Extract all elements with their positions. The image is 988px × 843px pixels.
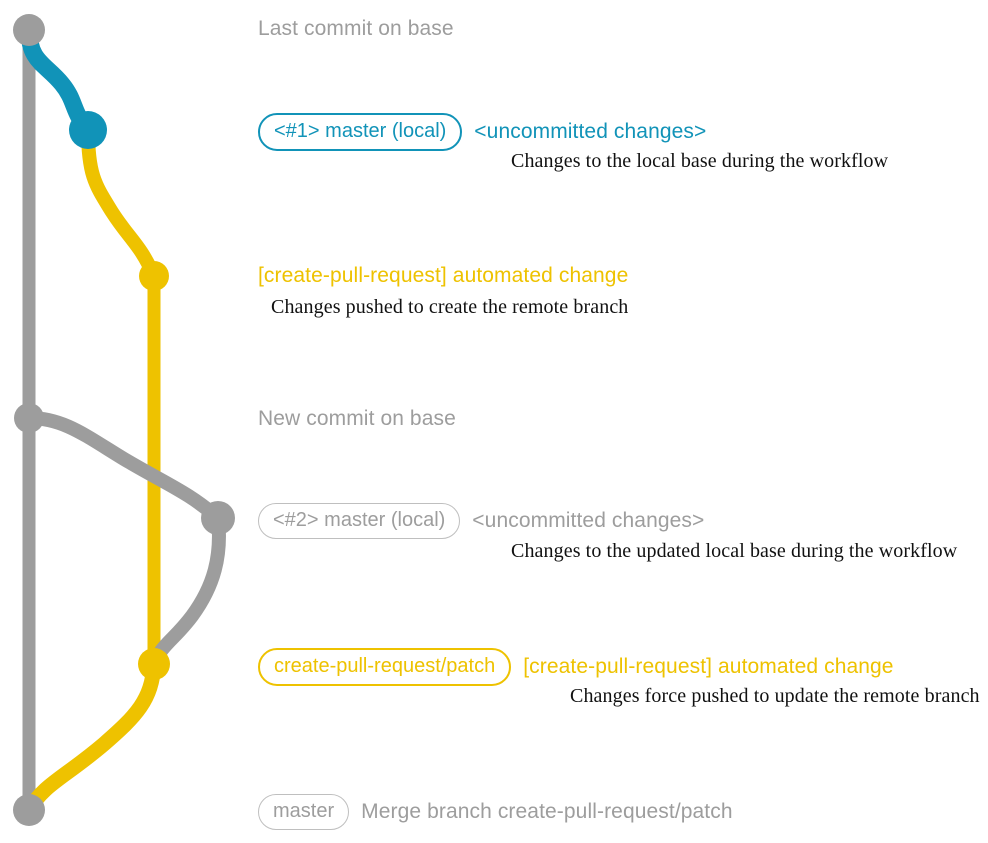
row-local-uncommitted-2: <#2> master (local) <uncommitted changes… [258,503,704,539]
commit-node-remote-1[interactable] [139,261,169,291]
row-automated-change-1: [create-pull-request] automated change [258,264,628,287]
commit-message-automated-change-1: [create-pull-request] automated change [258,264,629,287]
commit-message-local-1: <uncommitted changes> [474,120,707,143]
row-merge-commit: master Merge branch create-pull-request/… [258,794,733,830]
commit-message-local-2: <uncommitted changes> [472,509,705,532]
row-local-uncommitted-1: <#1> master (local) <uncommitted changes… [258,113,706,151]
description-local-1: Changes to the local base during the wor… [511,150,889,172]
description-automated-change-2: Changes force pushed to update the remot… [570,685,980,707]
row-last-commit-on-base: Last commit on base [258,17,454,40]
branch-badge-create-pull-request-patch[interactable]: create-pull-request/patch [258,648,512,686]
edge-local-1-to-remote-1 [81,123,161,283]
row-automated-change-2: create-pull-request/patch [create-pull-r… [258,648,894,686]
description-local-2: Changes to the updated local base during… [511,540,958,562]
commit-message-merge: Merge branch create-pull-request/patch [361,800,733,823]
edge-local-2-to-remote-2 [147,511,226,671]
commit-message-automated-change-2: [create-pull-request] automated change [523,655,894,678]
branch-badge-master[interactable]: master [258,794,350,830]
description-automated-change-1: Changes pushed to create the remote bran… [271,296,629,318]
commit-node-local-1[interactable] [69,111,107,149]
commit-node-merge[interactable] [13,794,45,826]
edge-remote-2-to-merge [21,656,162,818]
branch-badge-local-2[interactable]: <#2> master (local) [258,503,461,539]
commit-node-last-commit-on-base[interactable] [13,14,45,46]
commit-message-last-commit-on-base: Last commit on base [258,17,454,40]
branch-badge-local-1[interactable]: <#1> master (local) [258,113,463,151]
commit-node-local-2[interactable] [201,501,235,535]
commit-message-new-commit-on-base: New commit on base [258,407,456,430]
commit-node-new-commit-on-base[interactable] [14,403,44,433]
commit-node-remote-2[interactable] [138,648,170,680]
row-new-commit-on-base: New commit on base [258,407,456,430]
branch-graph [13,14,235,826]
edge-base-to-local-2 [22,411,225,525]
